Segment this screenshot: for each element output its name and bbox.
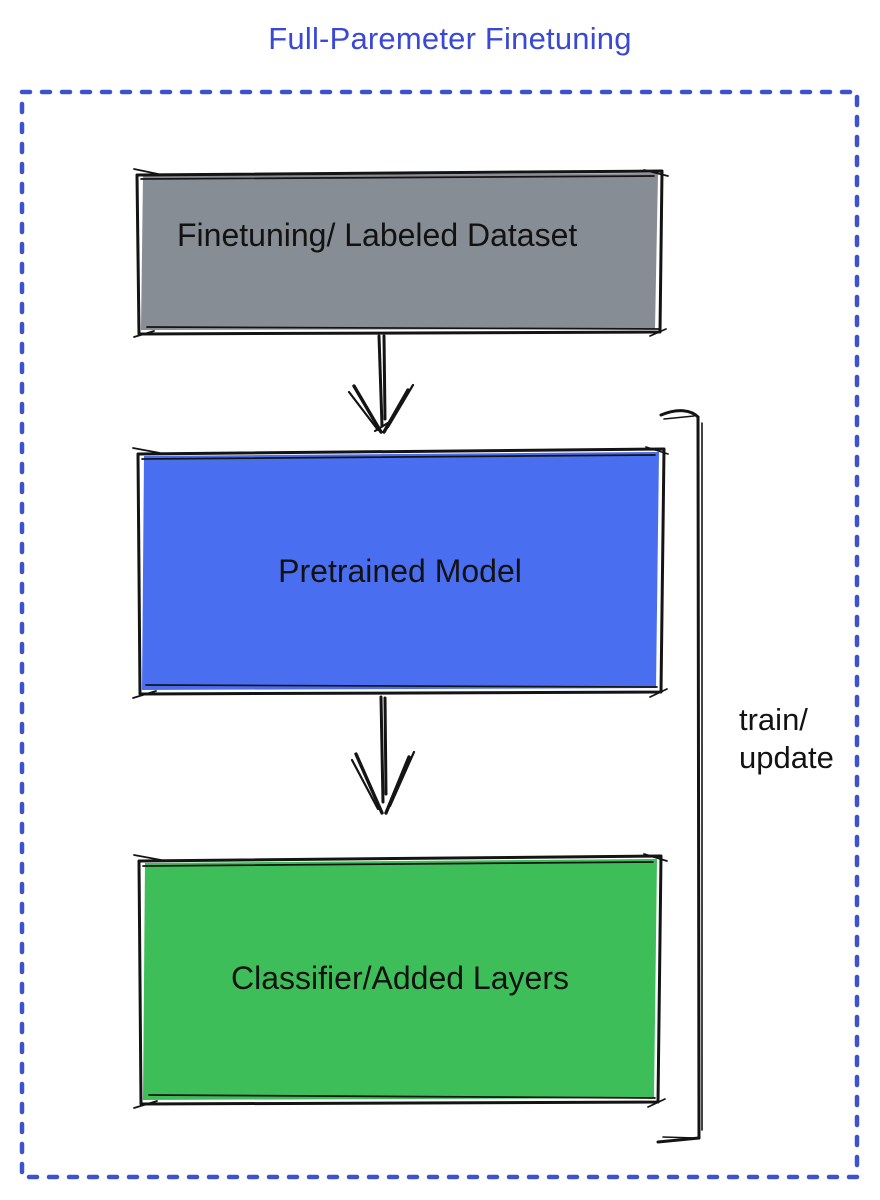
pretrained-box-sketch-accents bbox=[132, 446, 669, 699]
pretrained-box-fill bbox=[142, 452, 659, 690]
arrow-pretrained-to-classifier-icon bbox=[350, 695, 416, 815]
dataset-box-fill bbox=[141, 173, 658, 330]
train-update-bracket bbox=[656, 409, 703, 1144]
pretrained-box-label: Pretrained Model bbox=[278, 553, 522, 589]
dataset-box bbox=[133, 168, 669, 338]
dataset-box-label: Finetuning/ Labeled Dataset bbox=[177, 217, 578, 253]
classifier-box bbox=[133, 853, 668, 1109]
pretrained-box bbox=[132, 446, 669, 699]
diagram-title: Full-Paremeter Finetuning bbox=[268, 21, 632, 56]
arrow-dataset-to-pretrained-icon bbox=[347, 334, 415, 434]
bracket-label: train/ update bbox=[739, 702, 834, 775]
classifier-box-label: Classifier/Added Layers bbox=[231, 960, 569, 996]
classifier-box-fill bbox=[143, 859, 657, 1100]
classifier-box-sketch-accents bbox=[133, 853, 668, 1109]
dataset-box-sketch-accents bbox=[133, 168, 669, 338]
